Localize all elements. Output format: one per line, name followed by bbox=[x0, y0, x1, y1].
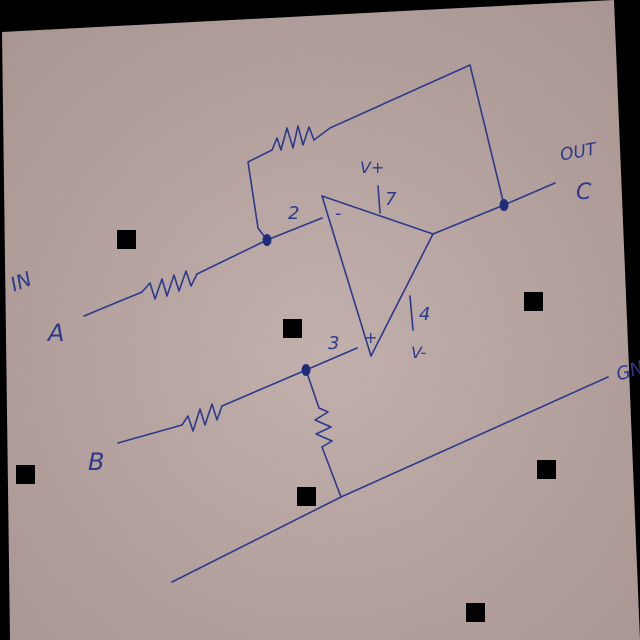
input-wire-b bbox=[117, 424, 183, 444]
node-c-label: C bbox=[576, 180, 592, 205]
plus-sign: + bbox=[364, 328, 377, 347]
junctions bbox=[262, 199, 509, 376]
node-a-label: A bbox=[46, 319, 64, 347]
input-resistor-icon bbox=[141, 270, 198, 300]
pin-4-label: 4 bbox=[419, 304, 430, 325]
junction-node-2 bbox=[262, 234, 272, 246]
feedback-resistor-icon bbox=[271, 125, 315, 151]
ground-resistor-wire-bottom bbox=[321, 446, 342, 498]
pin-2-label: 2 bbox=[288, 203, 299, 224]
ground-resistor-icon bbox=[314, 407, 333, 448]
ground-line bbox=[171, 376, 609, 583]
input-wire-a bbox=[83, 291, 143, 317]
feedback-wire-right bbox=[313, 64, 505, 206]
pin-7-label: 7 bbox=[385, 189, 397, 210]
vminus-label: V- bbox=[411, 343, 427, 362]
junction-output bbox=[499, 199, 509, 211]
junction-node-3 bbox=[301, 364, 311, 376]
vplus-label: V+ bbox=[360, 158, 384, 177]
vminus-pin bbox=[409, 295, 414, 331]
vplus-pin bbox=[377, 185, 381, 214]
opamp-triangle-icon bbox=[321, 195, 434, 357]
minus-sign: - bbox=[335, 203, 342, 224]
feedback-wire-left bbox=[247, 149, 273, 241]
node-b-label: B bbox=[88, 448, 104, 476]
pin-3-label: 3 bbox=[328, 333, 339, 354]
input-b-resistor-icon bbox=[181, 403, 223, 432]
noise-squares bbox=[16, 230, 556, 622]
ground-resistor-wire-top bbox=[305, 369, 320, 409]
